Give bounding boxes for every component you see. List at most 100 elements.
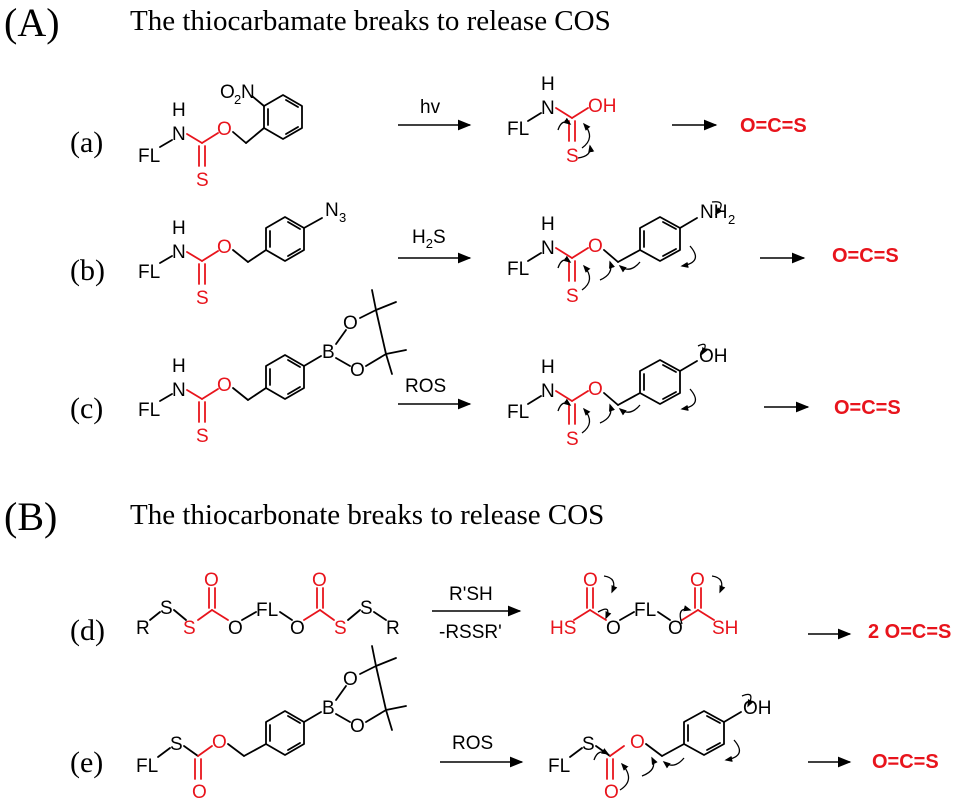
svg-text:O: O <box>588 236 603 257</box>
svg-text:O: O <box>220 82 235 103</box>
row-b-reactant: FL N H S O N 3 <box>138 200 346 309</box>
svg-text:O: O <box>606 618 621 639</box>
row-e-intermediate: FL S O O OH <box>548 693 772 803</box>
svg-text:N: N <box>172 124 186 145</box>
section-b-label: (B) <box>4 494 57 539</box>
svg-text:FL: FL <box>507 259 529 280</box>
svg-text:H: H <box>541 74 555 95</box>
svg-text:FL: FL <box>507 119 529 140</box>
svg-text:O: O <box>228 618 243 639</box>
svg-text:OH: OH <box>699 346 728 367</box>
svg-text:O: O <box>217 237 232 258</box>
svg-text:O: O <box>350 360 365 381</box>
svg-text:O: O <box>588 379 603 400</box>
row-a-label: (a) <box>70 126 103 159</box>
row-c-intermediate: FL N H S O OH <box>507 343 728 450</box>
row-e-reactant: FL S O O B O O <box>136 645 407 803</box>
svg-text:O: O <box>583 570 598 591</box>
svg-text:H: H <box>172 100 186 121</box>
svg-text:FL: FL <box>136 756 158 777</box>
svg-text:N: N <box>325 200 339 221</box>
svg-text:S: S <box>170 734 183 755</box>
svg-text:FL: FL <box>138 262 160 283</box>
svg-text:SH: SH <box>712 618 738 639</box>
row-d-reactant: R S S O O FL O O S S R <box>136 570 400 639</box>
svg-text:FL: FL <box>138 400 160 421</box>
row-b-label: (b) <box>70 254 105 287</box>
svg-text:N: N <box>541 238 555 259</box>
svg-text:HS: HS <box>550 618 576 639</box>
row-c-label: (c) <box>70 392 103 425</box>
svg-text:R: R <box>136 618 150 639</box>
svg-text:H: H <box>541 357 555 378</box>
svg-text:N: N <box>172 380 186 401</box>
svg-text:N: N <box>541 98 555 119</box>
svg-text:S: S <box>196 426 209 447</box>
svg-text:O: O <box>343 313 358 334</box>
section-a-title: The thiocarbamate breaks to release COS <box>130 5 611 37</box>
svg-text:R: R <box>386 618 400 639</box>
svg-text:O: O <box>204 570 219 591</box>
row-b-intermediate: FL N H S O NH 2 <box>507 201 735 307</box>
svg-text:N: N <box>172 242 186 263</box>
svg-text:O: O <box>630 732 645 753</box>
svg-text:3: 3 <box>339 210 346 225</box>
svg-text:O: O <box>212 732 227 753</box>
row-d-condition-bottom: -RSSR' <box>439 622 502 643</box>
svg-text:H: H <box>172 356 186 377</box>
svg-text:O: O <box>217 375 232 396</box>
svg-text:S: S <box>334 618 347 639</box>
svg-text:N: N <box>241 82 255 103</box>
row-d-product: 2 O=C=S <box>868 621 951 643</box>
svg-text:2: 2 <box>234 92 241 107</box>
section-b-title: The thiocarbonate breaks to release COS <box>130 499 604 531</box>
row-c-condition: ROS <box>405 376 446 397</box>
svg-text:OH: OH <box>743 698 772 719</box>
svg-text:S: S <box>196 170 209 191</box>
row-b-condition: H2S <box>412 227 446 251</box>
svg-text:S: S <box>566 286 579 307</box>
svg-text:O: O <box>312 570 327 591</box>
svg-text:S: S <box>160 598 173 619</box>
svg-text:S: S <box>360 598 373 619</box>
svg-text:FL: FL <box>634 600 656 621</box>
svg-text:FL: FL <box>507 402 529 423</box>
svg-text:N: N <box>541 381 555 402</box>
row-b-product: O=C=S <box>832 245 899 267</box>
row-a-product: O=C=S <box>740 115 807 137</box>
row-a-reactant: FL N H S O O 2 N <box>138 82 303 191</box>
row-d-intermediate: HS O O FL O O SH <box>550 570 738 639</box>
svg-text:H: H <box>172 218 186 239</box>
svg-text:FL: FL <box>548 756 570 777</box>
svg-text:S: S <box>196 288 209 309</box>
svg-text:FL: FL <box>256 600 278 621</box>
svg-text:O: O <box>690 570 705 591</box>
row-a-intermediate: FL N H S OH <box>507 74 617 167</box>
svg-text:OH: OH <box>588 96 617 117</box>
row-d-condition-top: R'SH <box>449 584 493 605</box>
svg-text:2: 2 <box>728 212 735 227</box>
row-e-label: (e) <box>70 746 103 779</box>
section-a-label: (A) <box>4 0 60 45</box>
svg-text:O: O <box>604 782 619 803</box>
svg-text:NH: NH <box>700 202 727 223</box>
svg-text:H: H <box>541 214 555 235</box>
row-e-product: O=C=S <box>872 751 939 773</box>
row-c-product: O=C=S <box>834 397 901 419</box>
svg-text:O: O <box>290 618 305 639</box>
row-d-label: (d) <box>70 614 105 647</box>
svg-text:FL: FL <box>138 146 160 167</box>
svg-text:B: B <box>322 698 335 719</box>
svg-text:O: O <box>350 716 365 737</box>
svg-text:O: O <box>343 669 358 690</box>
svg-text:S: S <box>566 146 579 167</box>
svg-text:O: O <box>668 618 683 639</box>
svg-text:B: B <box>322 342 335 363</box>
svg-text:S: S <box>566 429 579 450</box>
row-a-condition: hv <box>420 97 441 118</box>
svg-text:O: O <box>192 782 207 803</box>
svg-text:O: O <box>217 119 232 140</box>
row-c-reactant: FL N H S O B O O <box>138 289 407 447</box>
